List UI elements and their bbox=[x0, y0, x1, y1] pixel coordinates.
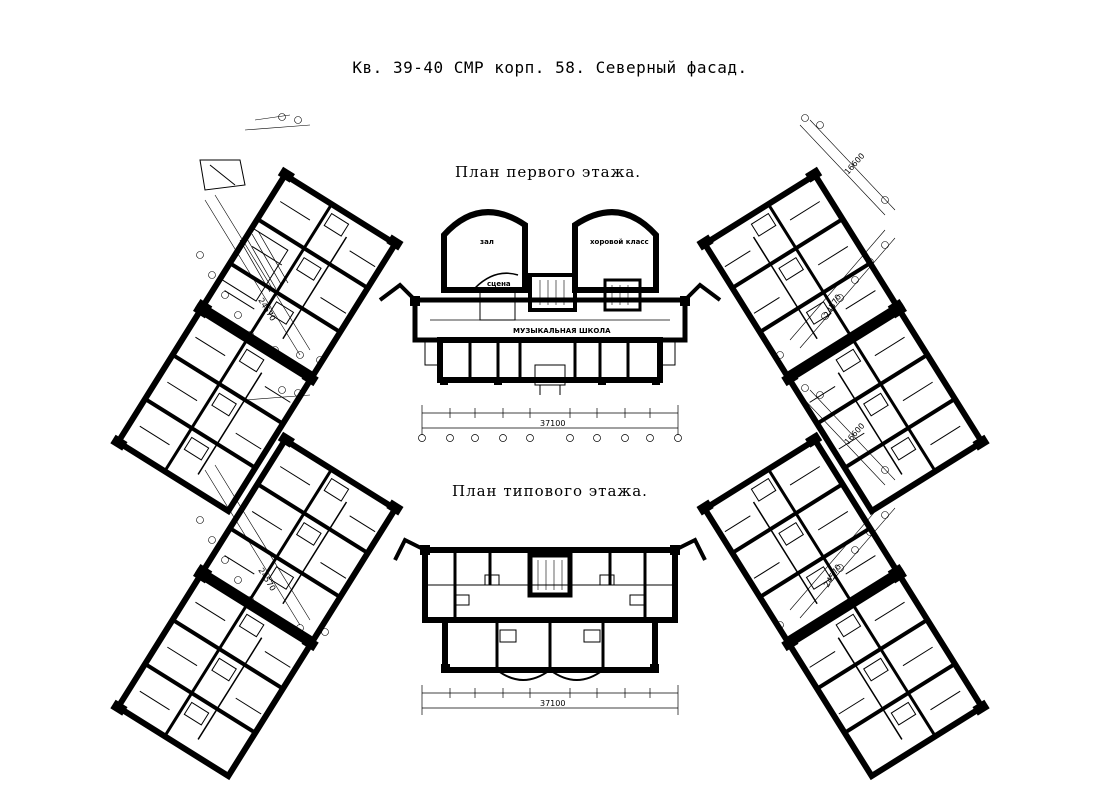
first-floor-right-wing-dimension-a: 16600 bbox=[843, 151, 867, 176]
typical-floor-total-dimension: 37100 bbox=[540, 699, 565, 708]
music-school-label: МУЗЫКАЛЬНАЯ ШКОЛА bbox=[513, 327, 611, 335]
room-choir-label: хоровой класс bbox=[590, 238, 649, 246]
first-floor-plan-label: План первого этажа. bbox=[455, 163, 642, 181]
room-stage-label: сцена bbox=[487, 280, 511, 288]
room-hall-label: зал bbox=[480, 238, 494, 246]
first-floor-total-dimension: 37100 bbox=[540, 419, 565, 428]
typical-floor-plan: 37100 24570 16600 24570 bbox=[110, 384, 989, 784]
first-floor-plan: зал хоровой класс сцена МУЗЫКАЛЬНАЯ ШКОЛ… bbox=[110, 113, 989, 519]
typical-floor-plan-label: План типового этажа. bbox=[452, 482, 648, 500]
drawing-title: Кв. 39-40 СМР корп. 58. Северный фасад. bbox=[352, 58, 748, 77]
